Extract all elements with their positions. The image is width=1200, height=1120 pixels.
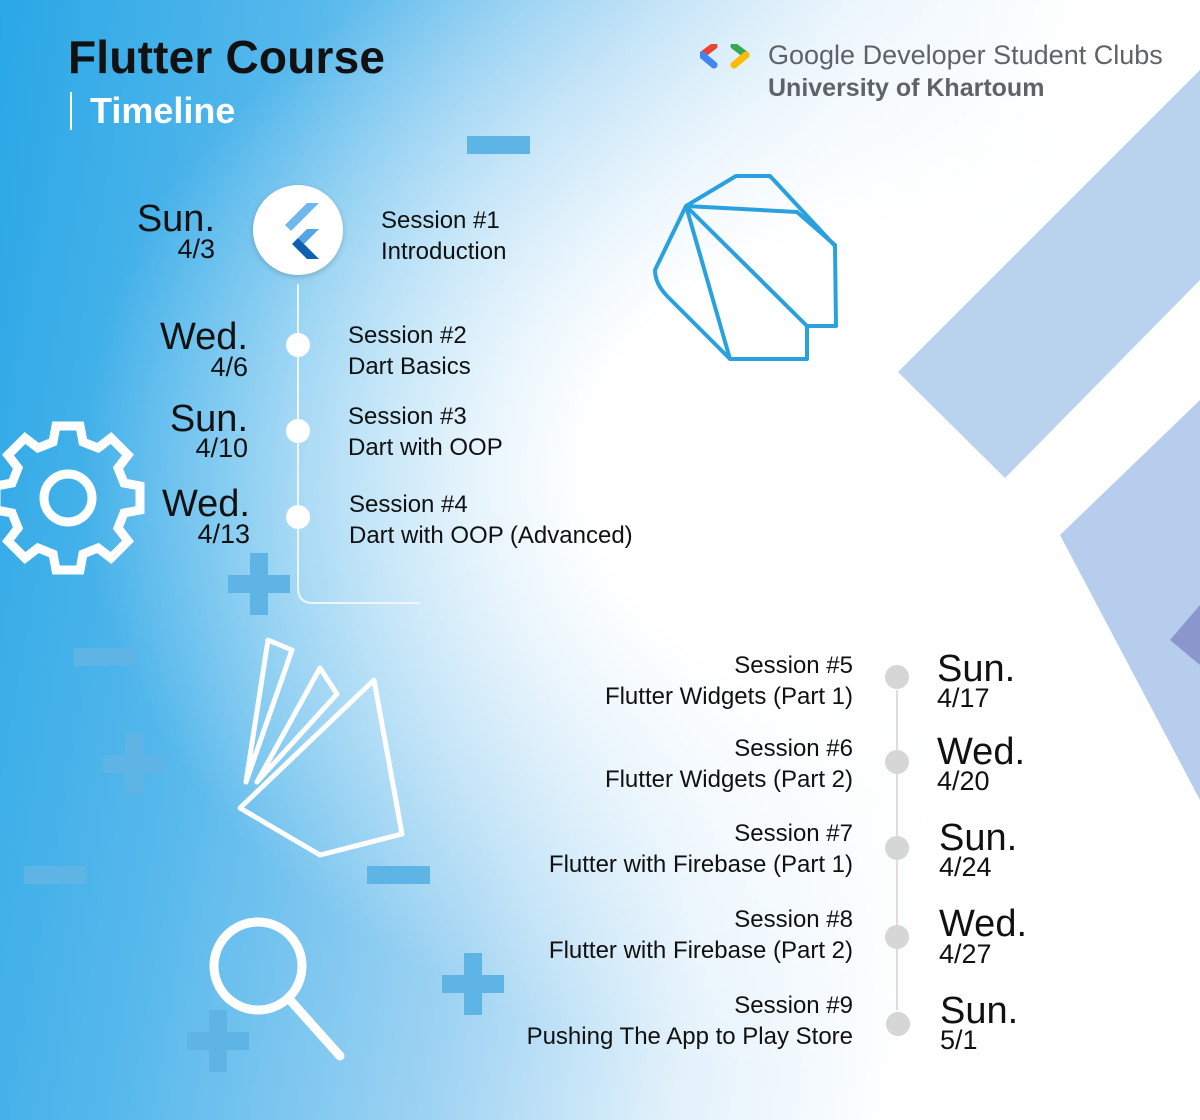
session-topic: Flutter with Firebase (Part 1) [548,851,853,878]
session-topic: Dart with OOP [348,434,503,461]
session-topic: Flutter Widgets (Part 2) [604,766,853,793]
minus-icon [367,866,430,884]
timeline-dot [885,750,909,774]
timeline-dot [886,1012,910,1036]
flutter-logo-badge [253,185,343,275]
timeline-dot [885,665,909,689]
session-number: Session #3 [348,403,467,430]
session-day: Wed. [159,316,248,358]
session-topic: Flutter with Firebase (Part 2) [548,937,853,964]
firebase-logo-icon [237,637,405,858]
session-day: Sun. [136,198,215,240]
session-date: 4/6 [210,352,248,382]
minus-icon [24,866,87,884]
session-topic: Dart with OOP (Advanced) [349,522,633,549]
gdsc-logo-icon [700,44,750,69]
session-topic: Flutter Widgets (Part 1) [604,683,853,710]
session-date: 4/24 [939,852,992,882]
session-day: Wed. [161,483,250,525]
timeline-dot [885,925,909,949]
session-date: 4/17 [937,683,990,713]
session-date: 4/3 [177,234,215,264]
brand-chapter: University of Khartoum [768,74,1045,102]
plus-icon [228,553,290,615]
session-topic: Introduction [381,238,507,265]
session-number: Session #1 [381,207,500,234]
decor-band-upper [898,70,1200,478]
timeline-dot [885,836,909,860]
session-number: Session #2 [348,322,467,349]
timeline-dot [286,505,310,529]
dart-logo-icon [653,174,838,361]
subtitle-divider [70,92,72,130]
timeline-line [297,587,420,604]
session-date: 4/20 [937,766,990,796]
session-number: Session #8 [734,906,853,933]
timeline-dot [286,419,310,443]
session-date: 4/27 [939,939,992,969]
session-topic: Pushing The App to Play Store [526,1023,853,1050]
session-number: Session #5 [734,652,853,679]
session-number: Session #6 [734,735,853,762]
session-date: 5/1 [940,1025,978,1055]
page-subtitle: Timeline [90,90,236,131]
session-date: 4/13 [197,519,250,549]
decor-band-lower [1060,400,1200,800]
session-number: Session #9 [734,992,853,1019]
session-day: Sun. [939,817,1018,859]
gear-icon [0,421,145,575]
search-icon [209,917,345,1061]
session-number: Session #7 [734,820,853,847]
session-day: Wed. [937,731,1026,773]
plus-icon [103,733,165,795]
minus-icon [467,136,530,154]
brand-name: Google Developer Student Clubs [768,40,1163,70]
session-day: Sun. [937,648,1016,690]
minus-icon [74,648,137,666]
session-day: Sun. [940,990,1019,1032]
page-title: Flutter Course [68,31,386,83]
plus-icon [442,953,504,1015]
flutter-logo-icon [285,203,319,259]
decor-band-accent [1170,605,1200,665]
timeline-dot [286,333,310,357]
plus-icon [187,1010,249,1072]
session-topic: Dart Basics [348,353,471,380]
session-number: Session #4 [349,491,468,518]
session-day: Sun. [169,398,248,440]
session-day: Wed. [939,903,1028,945]
session-date: 4/10 [195,433,248,463]
